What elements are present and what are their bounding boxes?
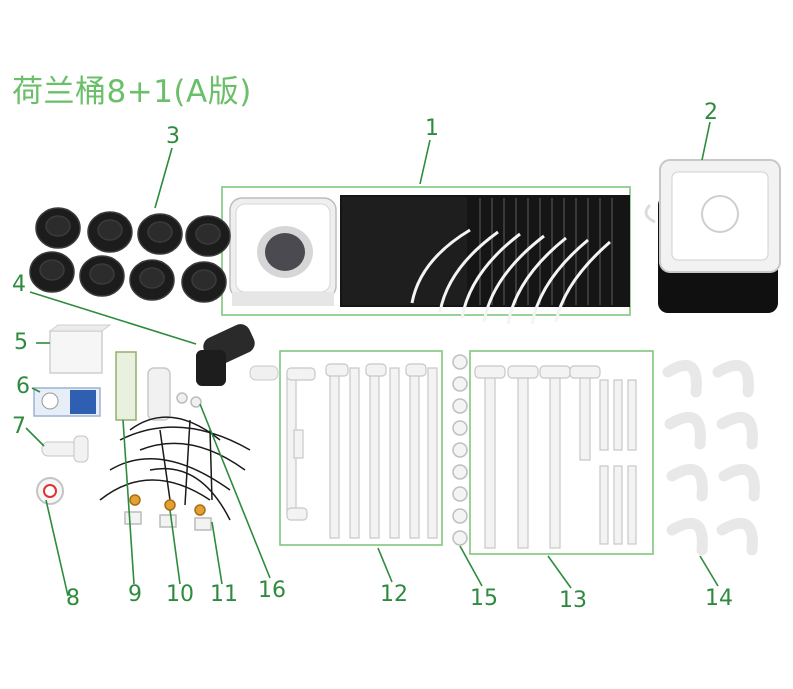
page-title: 荷兰桶8+1(A版) [12,74,252,110]
callout-5: 5 [14,330,28,355]
elbow-fitting [41,435,89,463]
callout-2: 2 [704,100,718,125]
callout-7: 7 [12,414,26,439]
teflon-tape [36,477,64,505]
callout-14: 14 [705,586,733,611]
callout-8: 8 [66,586,80,611]
callout-13: 13 [559,588,587,613]
timer-box [33,387,101,417]
callout-9: 9 [128,582,142,607]
y-filter [196,324,279,386]
drip-lines [99,351,251,531]
bucket-system [221,186,631,325]
callout-16: 16 [258,578,286,603]
callout-3: 3 [166,124,180,149]
callout-12: 12 [380,582,408,607]
rubber-washers [452,354,468,546]
u-elbows [662,359,760,556]
white-box [48,324,112,374]
pvc-tee-group [469,350,654,555]
pvc-pipe-group [279,350,443,546]
callout-4: 4 [12,272,26,297]
square-bucket [644,159,781,313]
callout-lines [25,121,719,597]
callout-1: 1 [425,116,439,141]
callout-11: 11 [210,582,238,607]
callout-10: 10 [166,582,194,607]
callout-15: 15 [470,586,498,611]
callout-6: 6 [16,374,30,399]
net-pots [29,207,231,303]
